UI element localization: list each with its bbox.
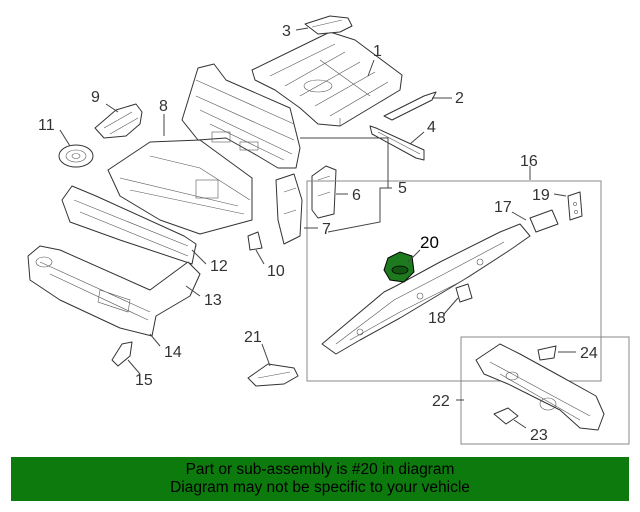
callout-6[interactable]: 6	[352, 187, 361, 204]
part-7-pillar-panel	[275, 173, 303, 245]
exploded-parts-diagram: 1 2 3 4 5 6 7 8 9 10 11 12 13 14 15 16 1…	[27, 15, 630, 445]
callout-5[interactable]: 5	[398, 180, 407, 197]
callout-18[interactable]: 18	[428, 310, 446, 327]
banner-line-2: Diagram may not be specific to your vehi…	[170, 479, 470, 496]
callout-16[interactable]: 16	[520, 153, 538, 170]
part-9-bracket	[94, 103, 143, 139]
box-22	[460, 336, 630, 445]
part-19-plate	[567, 191, 583, 221]
callout-19[interactable]: 19	[532, 187, 550, 204]
callout-1[interactable]: 1	[373, 43, 382, 60]
info-banner: Part or sub-assembly is #20 in diagram D…	[11, 457, 629, 501]
part-floor-section	[107, 139, 253, 235]
part-24-bracket	[537, 345, 557, 361]
part-15-clip	[111, 341, 133, 367]
callout-11[interactable]: 11	[38, 117, 55, 134]
callout-2[interactable]: 2	[455, 90, 464, 107]
callout-9[interactable]: 9	[91, 89, 100, 106]
callout-22[interactable]: 22	[432, 393, 450, 410]
part-crossmember	[61, 185, 197, 265]
callout-23[interactable]: 23	[530, 427, 548, 444]
callout-14[interactable]: 14	[164, 344, 182, 361]
callout-4[interactable]: 4	[427, 119, 436, 136]
part-8-rear-panel	[181, 63, 301, 169]
leader-lines	[59, 27, 576, 429]
callout-20[interactable]: 20	[420, 233, 439, 252]
callout-12[interactable]: 12	[210, 258, 228, 275]
part-11-grommet	[58, 144, 94, 168]
part-13-rear-panel	[27, 245, 201, 337]
callout-24[interactable]: 24	[580, 345, 598, 362]
callout-10[interactable]: 10	[267, 263, 285, 280]
part-1-rear-floor-pan	[251, 31, 403, 127]
part-20-highlighted-bracket[interactable]	[383, 251, 415, 283]
part-10-clip	[247, 231, 263, 251]
part-23-bracket	[493, 407, 519, 425]
part-6-pillar-panel	[311, 165, 337, 219]
callout-3[interactable]: 3	[282, 23, 291, 40]
callout-17[interactable]: 17	[494, 199, 512, 216]
part-21-bracket	[247, 363, 299, 387]
part-22-crossmember	[475, 343, 605, 431]
callout-7[interactable]: 7	[322, 221, 331, 238]
box-16	[306, 180, 602, 382]
part-17-bracket	[529, 209, 559, 233]
callout-13[interactable]: 13	[204, 292, 222, 309]
part-18-bracket	[455, 283, 473, 303]
callout-8[interactable]: 8	[159, 98, 168, 115]
callout-21[interactable]: 21	[244, 329, 262, 346]
part-3-bracket	[304, 15, 353, 35]
callout-15[interactable]: 15	[135, 372, 153, 389]
banner-line-1: Part or sub-assembly is #20 in diagram	[185, 461, 455, 478]
part-2-brace	[383, 91, 437, 121]
part-4-rail	[369, 125, 425, 161]
